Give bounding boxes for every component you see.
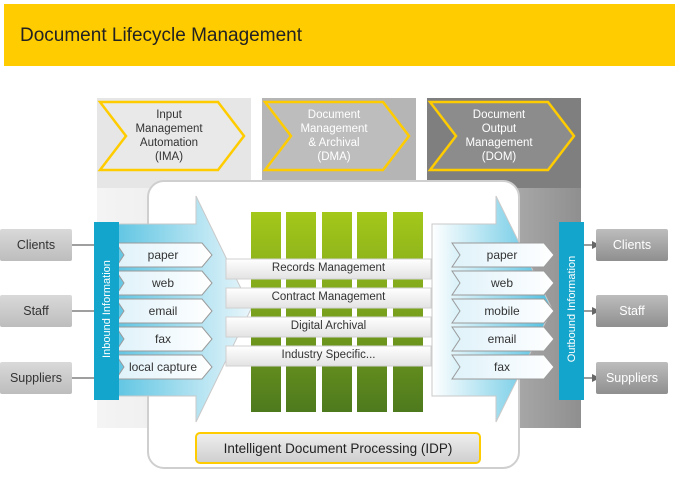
outbound-channel-label: web	[490, 276, 513, 290]
outbound-channel-label: mobile	[484, 304, 520, 318]
inbound-chip-1	[115, 242, 213, 268]
inbound-channel-label: email	[148, 304, 178, 318]
inbound-chip-3	[115, 298, 213, 324]
band-1	[225, 258, 432, 280]
band-4	[225, 345, 432, 367]
inbound-channel-label: local capture	[128, 360, 198, 374]
dest-clients: Clients	[596, 229, 668, 261]
outbound-channel-label: paper	[486, 248, 518, 262]
source-staff: Staff	[0, 295, 72, 327]
outbound-chips	[451, 242, 555, 380]
dest-suppliers: Suppliers	[596, 362, 668, 394]
inbound-chip-5	[115, 354, 213, 380]
green-bars	[251, 212, 423, 412]
process-bands	[225, 258, 432, 367]
title-bar	[4, 4, 675, 66]
band-3	[225, 316, 432, 338]
green-bar-1	[251, 212, 281, 412]
source-suppliers: Suppliers	[0, 362, 72, 394]
outbound-label: Outbound Information	[566, 255, 578, 363]
outbound-chip-3	[451, 298, 555, 324]
band-label: Contract Management	[271, 291, 386, 303]
inbound-label: Inbound Information	[101, 260, 113, 358]
dma-chevron	[262, 100, 411, 172]
outbound-channel-label: fax	[493, 360, 510, 374]
page-title: Document Lifecycle Management	[20, 25, 302, 46]
band-label: Records Management	[271, 262, 386, 274]
source-clients: Clients	[0, 229, 72, 261]
outbound-chip-5	[451, 354, 555, 380]
band-label: Industry Specific...	[281, 349, 376, 361]
green-bar-2	[286, 212, 316, 412]
idp-box: Intelligent Document Processing (IDP)	[195, 432, 481, 464]
inbound-bar	[94, 222, 119, 400]
inbound-channel-label: fax	[154, 332, 171, 346]
green-bar-4	[357, 212, 387, 412]
outbound-channel-label: email	[487, 332, 517, 346]
outbound-chip-4	[451, 326, 555, 352]
green-bar-3	[322, 212, 352, 412]
inbound-chip-2	[115, 270, 213, 296]
band-label: Digital Archival	[290, 320, 367, 332]
inbound-channel-label: paper	[147, 248, 179, 262]
inbound-channel-label: web	[151, 276, 174, 290]
ima-chevron	[97, 100, 246, 172]
dom-chevron	[427, 100, 576, 172]
green-bar-5	[393, 212, 423, 412]
dest-staff: Staff	[596, 295, 668, 327]
outbound-chip-2	[451, 270, 555, 296]
outbound-bar	[559, 222, 584, 400]
band-2	[225, 287, 432, 309]
outbound-chip-1	[451, 242, 555, 268]
inbound-chips	[115, 242, 213, 380]
inbound-chip-4	[115, 326, 213, 352]
